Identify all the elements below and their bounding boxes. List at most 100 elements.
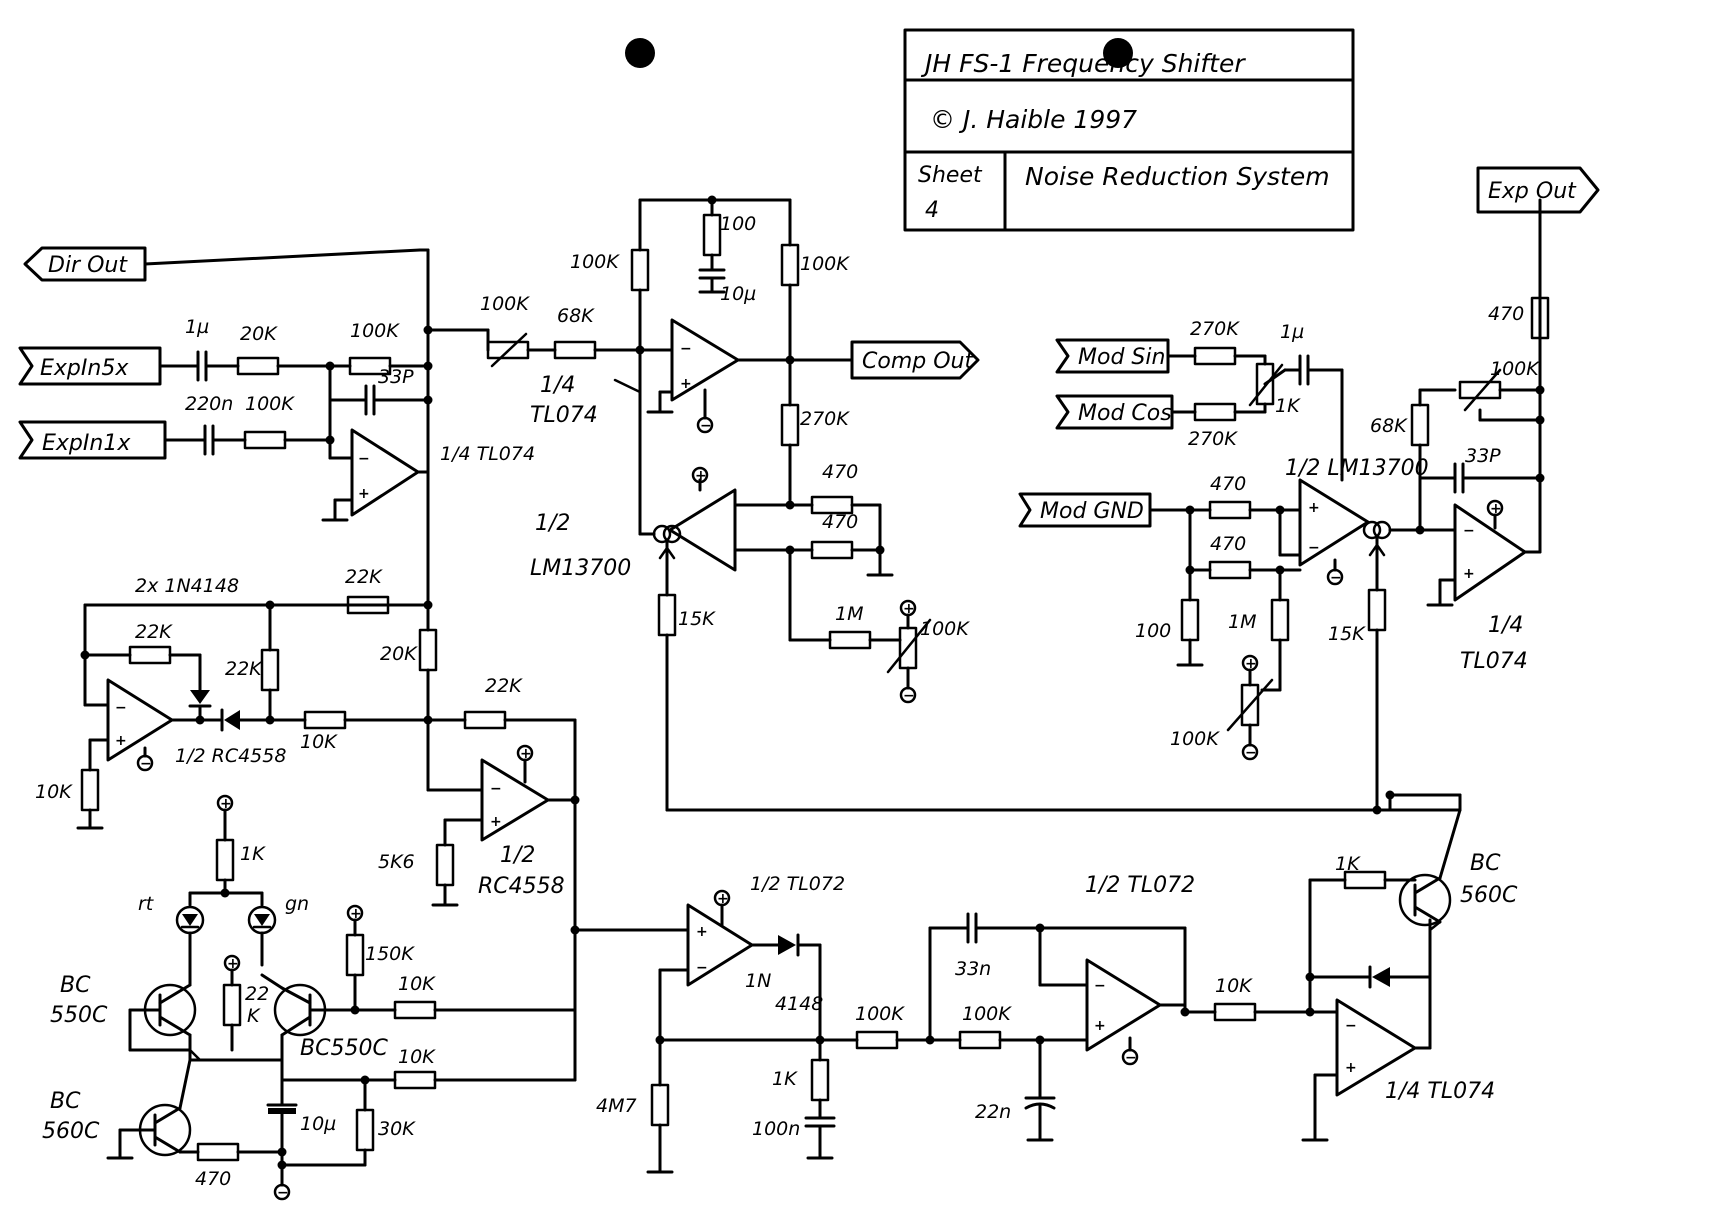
svg-text:ExpIn1x: ExpIn1x <box>42 431 131 456</box>
svg-text:100K: 100K <box>855 1003 905 1025</box>
svg-text:150K: 150K <box>365 943 415 965</box>
svg-text:33n: 33n <box>955 958 991 980</box>
svg-text:100K: 100K <box>1490 358 1540 380</box>
svg-text:100: 100 <box>1135 620 1171 642</box>
port-comp-out: Comp Out <box>850 340 980 380</box>
svg-text:1K: 1K <box>1275 395 1301 417</box>
svg-text:100n: 100n <box>752 1118 800 1140</box>
opamp-tl074-b <box>670 318 740 402</box>
svg-text:100K: 100K <box>570 251 620 273</box>
svg-text:−: − <box>1463 523 1475 539</box>
svg-text:rt: rt <box>138 893 155 915</box>
svg-text:1K: 1K <box>240 843 266 865</box>
svg-text:22K: 22K <box>485 675 523 697</box>
svg-text:Comp Out: Comp Out <box>862 349 974 374</box>
svg-text:68K: 68K <box>557 305 595 327</box>
svg-text:BC: BC <box>60 973 91 998</box>
svg-text:1/4: 1/4 <box>1488 613 1523 638</box>
svg-text:22K: 22K <box>135 621 173 643</box>
compressor-stage: − + + <box>426 195 1392 812</box>
svg-text:15K: 15K <box>1328 623 1366 645</box>
svg-text:2x 1N4148: 2x 1N4148 <box>135 575 239 597</box>
led-indicator-stage: + + <box>42 794 577 1201</box>
svg-text:BC: BC <box>1470 851 1501 876</box>
port-mod-gnd: Mod GND <box>1018 492 1152 528</box>
input-summing-stage: − + 1µ 20K 100K 33P 220n 100K 1/4 TL074 <box>143 248 535 607</box>
port-dir-out: Dir Out <box>23 246 147 282</box>
opamp-rc4558-b <box>480 758 550 842</box>
svg-text:Dir Out: Dir Out <box>48 253 128 278</box>
svg-text:−: − <box>1094 978 1106 994</box>
svg-text:gn: gn <box>285 893 309 915</box>
svg-text:22K: 22K <box>225 658 263 680</box>
svg-text:Mod GND: Mod GND <box>1040 499 1144 524</box>
punch-hole <box>625 38 655 68</box>
sheet-title: Noise Reduction System <box>1025 162 1330 191</box>
opamp-tl072-b <box>1085 958 1162 1052</box>
svg-text:TL074: TL074 <box>1460 649 1528 674</box>
svg-text:10K: 10K <box>398 973 436 995</box>
envelope-filter-stage: + − + <box>570 873 1315 1174</box>
svg-text:−: − <box>1308 540 1320 556</box>
exponential-converter-stage: − + 1K BC 560C 1/4 TL074 <box>1301 790 1518 1142</box>
svg-text:+: + <box>903 601 915 617</box>
svg-text:K: K <box>247 1005 261 1027</box>
svg-text:BC550C: BC550C <box>300 1036 388 1061</box>
svg-text:+: + <box>680 376 692 392</box>
svg-text:+: + <box>115 733 127 749</box>
svg-text:100: 100 <box>720 213 756 235</box>
svg-text:20K: 20K <box>240 323 278 345</box>
svg-text:4M7: 4M7 <box>596 1095 637 1117</box>
svg-text:470: 470 <box>822 511 858 533</box>
copyright-text: © J. Haible 1997 <box>930 105 1137 134</box>
svg-text:−: − <box>1125 1050 1137 1066</box>
svg-text:22: 22 <box>245 983 269 1005</box>
svg-text:LM13700: LM13700 <box>530 556 631 581</box>
svg-text:−: − <box>277 1185 289 1201</box>
svg-text:10K: 10K <box>1215 975 1253 997</box>
svg-text:+: + <box>520 746 532 762</box>
title-block: JH FS-1 Frequency Shifter © J. Haible 19… <box>903 28 1355 232</box>
svg-text:1M: 1M <box>835 603 863 625</box>
svg-text:1/2 TL072: 1/2 TL072 <box>750 873 845 895</box>
svg-text:100K: 100K <box>350 320 400 342</box>
svg-text:33P: 33P <box>1465 445 1501 467</box>
svg-text:Mod Cos: Mod Cos <box>1078 401 1172 426</box>
ota-lm13700-b <box>1298 478 1370 567</box>
svg-text:+: + <box>358 486 370 502</box>
svg-text:470: 470 <box>195 1168 231 1190</box>
svg-text:1/4 TL074: 1/4 TL074 <box>440 443 535 465</box>
port-exp-out: Exp Out <box>1476 166 1600 214</box>
svg-text:100K: 100K <box>480 293 530 315</box>
punch-hole <box>1103 38 1133 68</box>
svg-text:5K6: 5K6 <box>378 851 415 873</box>
svg-text:−: − <box>115 700 127 716</box>
svg-text:1µ: 1µ <box>1280 321 1304 343</box>
svg-text:1N: 1N <box>745 970 771 992</box>
svg-text:+: + <box>1345 1060 1357 1076</box>
svg-text:270K: 270K <box>1190 318 1240 340</box>
svg-text:15K: 15K <box>678 608 716 630</box>
svg-text:100K: 100K <box>800 253 850 275</box>
svg-text:−: − <box>1245 745 1257 761</box>
svg-text:1/2: 1/2 <box>500 843 535 868</box>
svg-text:10K: 10K <box>398 1046 436 1068</box>
svg-text:−: − <box>490 781 502 797</box>
svg-text:20K: 20K <box>380 643 418 665</box>
svg-text:1/2: 1/2 <box>535 511 570 536</box>
opamp-tl074-c <box>1335 998 1417 1097</box>
port-exp-in-5x: ExpIn5x <box>18 346 162 386</box>
svg-text:100K: 100K <box>962 1003 1012 1025</box>
svg-text:1K: 1K <box>1335 853 1361 875</box>
svg-text:+: + <box>717 891 729 907</box>
transistor-bc560c-b <box>1398 873 1452 927</box>
svg-text:−: − <box>1345 1018 1357 1034</box>
opamp-tl074-d <box>1453 503 1527 602</box>
svg-text:ExpIn5x: ExpIn5x <box>40 356 129 381</box>
port-mod-sin: Mod Sin <box>1055 338 1170 374</box>
svg-text:+: + <box>1463 566 1475 582</box>
svg-text:22K: 22K <box>345 566 383 588</box>
svg-text:1/2 RC4558: 1/2 RC4558 <box>175 745 286 767</box>
svg-text:+: + <box>220 796 232 812</box>
